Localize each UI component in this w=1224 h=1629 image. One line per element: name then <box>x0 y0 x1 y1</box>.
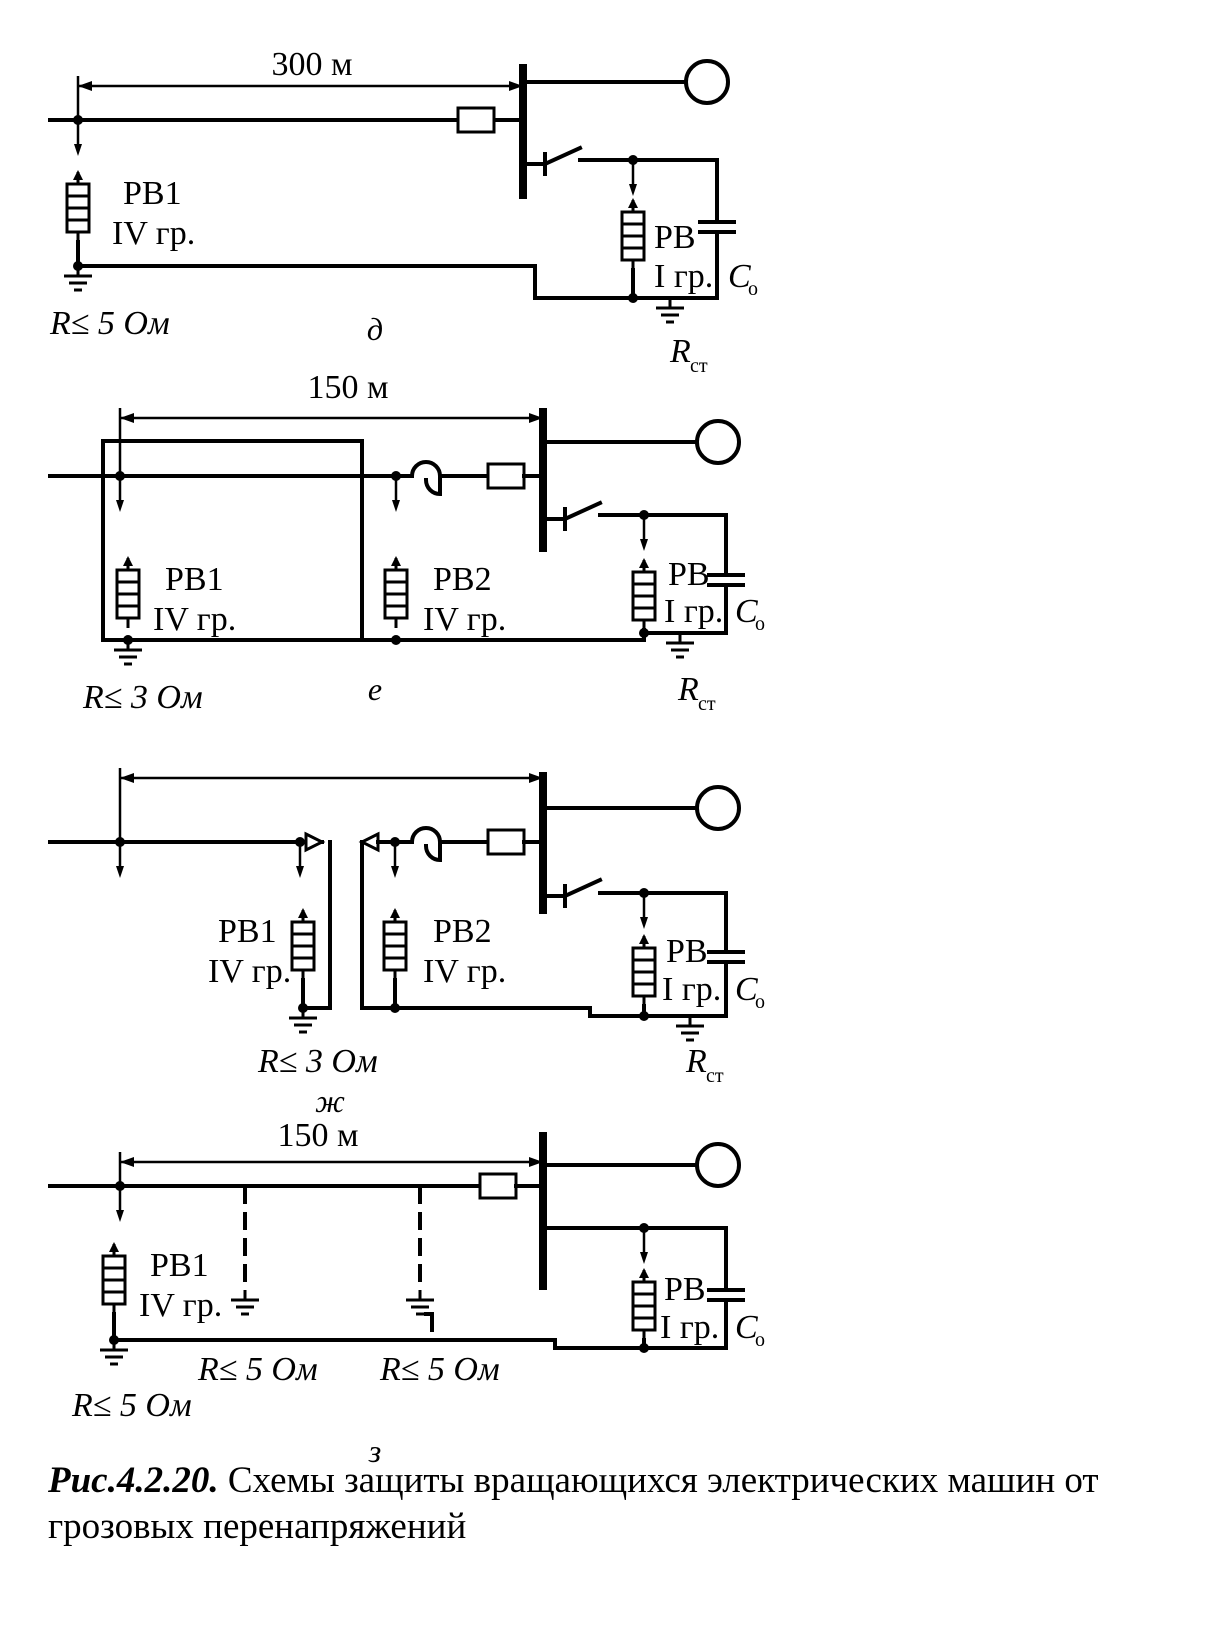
arrester-label: РВ1 <box>123 175 182 212</box>
station-ground-sub: ст <box>706 1065 724 1087</box>
capacitor-label: C <box>735 593 758 630</box>
reactor-icon <box>478 1172 518 1200</box>
inductance-loop-icon <box>409 460 442 497</box>
station-arrester-label: РВ <box>666 933 708 970</box>
panel-letter: д <box>367 311 383 347</box>
station-arrester-group: I гр. <box>664 593 723 630</box>
arrester-pv-icon <box>631 556 657 632</box>
generator-icon <box>695 1142 741 1188</box>
arrester-label: РВ1 <box>218 913 277 950</box>
station-arrester-group: I гр. <box>660 1309 719 1346</box>
station-ground-label: R <box>669 333 691 370</box>
station-arrester-label: РВ <box>668 556 710 593</box>
capacitor-sub: о <box>755 1329 765 1351</box>
distance-label: 300 м <box>271 46 352 83</box>
station-arrester-group: I гр. <box>662 971 721 1008</box>
generator-icon <box>695 785 741 831</box>
arrester-2-group: IV гр. <box>423 601 506 638</box>
ground-resistance: R≤ 3 Ом <box>82 679 203 716</box>
panel-e: 150 м <box>48 369 765 716</box>
ground-resistance-mid-2: R≤ 5 Ом <box>379 1351 500 1388</box>
arrester-label: РВ1 <box>150 1247 209 1284</box>
station-arrester-group: I гр. <box>654 258 713 295</box>
station-arrester-label: РВ <box>664 1271 706 1308</box>
arrester-pb1-icon <box>290 906 316 982</box>
reactor-icon <box>456 106 496 134</box>
capacitor-sub: о <box>755 991 765 1013</box>
station-ground-sub: ст <box>698 693 716 715</box>
distance-label: 150 м <box>307 369 388 406</box>
arrester-pb1-icon <box>65 168 91 244</box>
panel-letter: ж <box>315 1083 345 1119</box>
capacitor-sub: о <box>755 613 765 635</box>
arrester-pv-icon <box>620 196 646 272</box>
ground-resistance: R≤ 5 Ом <box>49 305 170 342</box>
switch-icon <box>562 500 603 522</box>
arrester-pb2-icon <box>383 554 409 630</box>
ground-resistance-mid-1: R≤ 5 Ом <box>197 1351 318 1388</box>
panel-z: 150 м РВ1 IV <box>48 1117 765 1469</box>
ground-resistance: R≤ 5 Ом <box>71 1387 192 1424</box>
panel-zh: РВ1 IV гр. РВ2 IV гр. R≤ 3 Ом РВ I гр. C… <box>48 768 765 1119</box>
generator-icon <box>684 59 730 105</box>
station-arrester-label: РВ <box>654 219 696 256</box>
reactor-icon <box>486 828 526 856</box>
arrester-group: IV гр. <box>208 953 291 990</box>
arrester-2-label: РВ2 <box>433 913 492 950</box>
arrester-group: IV гр. <box>153 601 236 638</box>
arrester-2-label: РВ2 <box>433 561 492 598</box>
capacitor-label: C <box>735 971 758 1008</box>
arrester-pv-icon <box>631 932 657 1008</box>
arrester-group: IV гр. <box>112 215 195 252</box>
caption-text: Схемы защиты вращающихся электрических м… <box>48 1460 1099 1547</box>
station-ground-sub: ст <box>690 355 708 377</box>
station-ground-label: R <box>677 671 699 708</box>
panel-letter: е <box>368 671 382 707</box>
reactor-icon <box>486 462 526 490</box>
station-ground-label: R <box>685 1043 707 1080</box>
panel-d: 300 м РВ1 IV гр. R≤ 5 О <box>48 46 758 377</box>
capacitor-label: C <box>735 1309 758 1346</box>
switch-icon <box>542 145 583 167</box>
spark-gap-icon <box>358 831 380 853</box>
arrester-label: РВ1 <box>165 561 224 598</box>
arrester-group: IV гр. <box>139 1287 222 1324</box>
capacitor-sub: о <box>748 278 758 300</box>
switch-icon <box>562 877 603 899</box>
arrester-pb1-icon <box>115 554 141 630</box>
ground-resistance: R≤ 3 Ом <box>257 1043 378 1080</box>
figure-caption: Рис.4.2.20. Схемы защиты вращающихся эле… <box>48 1458 1198 1550</box>
arrester-pb2-icon <box>382 906 408 982</box>
generator-icon <box>695 419 741 465</box>
arrester-2-group: IV гр. <box>423 953 506 990</box>
arrester-pv-icon <box>631 1266 657 1342</box>
distance-label: 150 м <box>277 1117 358 1154</box>
caption-label: Рис.4.2.20. <box>48 1460 219 1501</box>
inductance-loop-icon <box>409 826 442 863</box>
capacitor-label: C <box>728 258 751 295</box>
panel-letter: з <box>368 1433 381 1469</box>
spark-gap-icon <box>304 831 326 853</box>
arrester-pb1-icon <box>101 1240 127 1316</box>
